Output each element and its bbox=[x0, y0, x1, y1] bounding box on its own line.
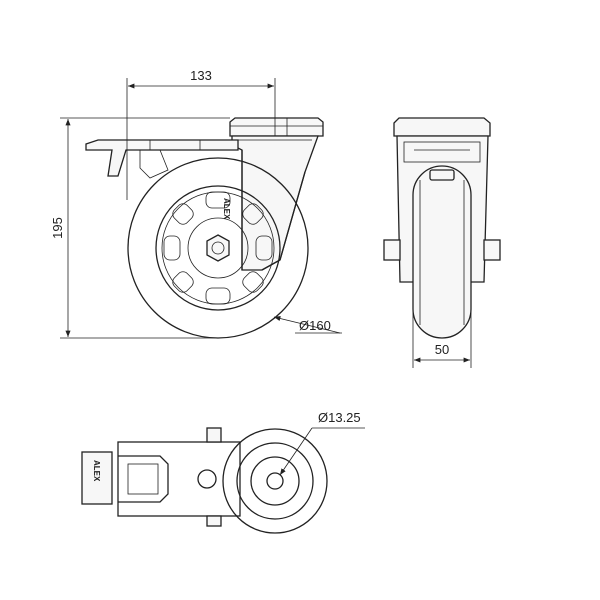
dim-diameter-label: Ø160 bbox=[299, 318, 331, 333]
bottom-view: ALEX Ø13.25 bbox=[81, 410, 365, 534]
swivel-fork bbox=[231, 135, 319, 271]
axle-nut bbox=[206, 234, 230, 262]
side-view: ALEX 133 195 Ø160 bbox=[50, 68, 342, 339]
axle-right bbox=[483, 239, 501, 261]
brake-pedal bbox=[81, 451, 113, 505]
top-bolt bbox=[206, 427, 222, 443]
bottom-bolt bbox=[206, 515, 222, 527]
wheel-rim bbox=[155, 185, 281, 311]
dim-width-label: 133 bbox=[190, 68, 212, 83]
brand-text-bottom: ALEX bbox=[92, 460, 101, 482]
wheel-spokes bbox=[163, 191, 273, 305]
front-view: 50 bbox=[383, 117, 501, 368]
top-plate bbox=[229, 117, 324, 137]
swivel-center bbox=[197, 469, 217, 489]
dim-wheel-width-label: 50 bbox=[435, 342, 449, 357]
axle-left bbox=[383, 239, 401, 261]
dim-line-diameter bbox=[273, 316, 341, 334]
bolt-hole bbox=[266, 472, 284, 490]
brand-text: ALEX bbox=[222, 198, 231, 220]
dim-line-bolt-hole bbox=[279, 427, 313, 476]
front-top-plate bbox=[393, 117, 491, 137]
front-wheel bbox=[412, 165, 472, 339]
bottom-wheel-outer bbox=[222, 428, 328, 534]
dim-height-label: 195 bbox=[50, 217, 65, 239]
dim-bolt-hole-label: Ø13.25 bbox=[318, 410, 361, 425]
